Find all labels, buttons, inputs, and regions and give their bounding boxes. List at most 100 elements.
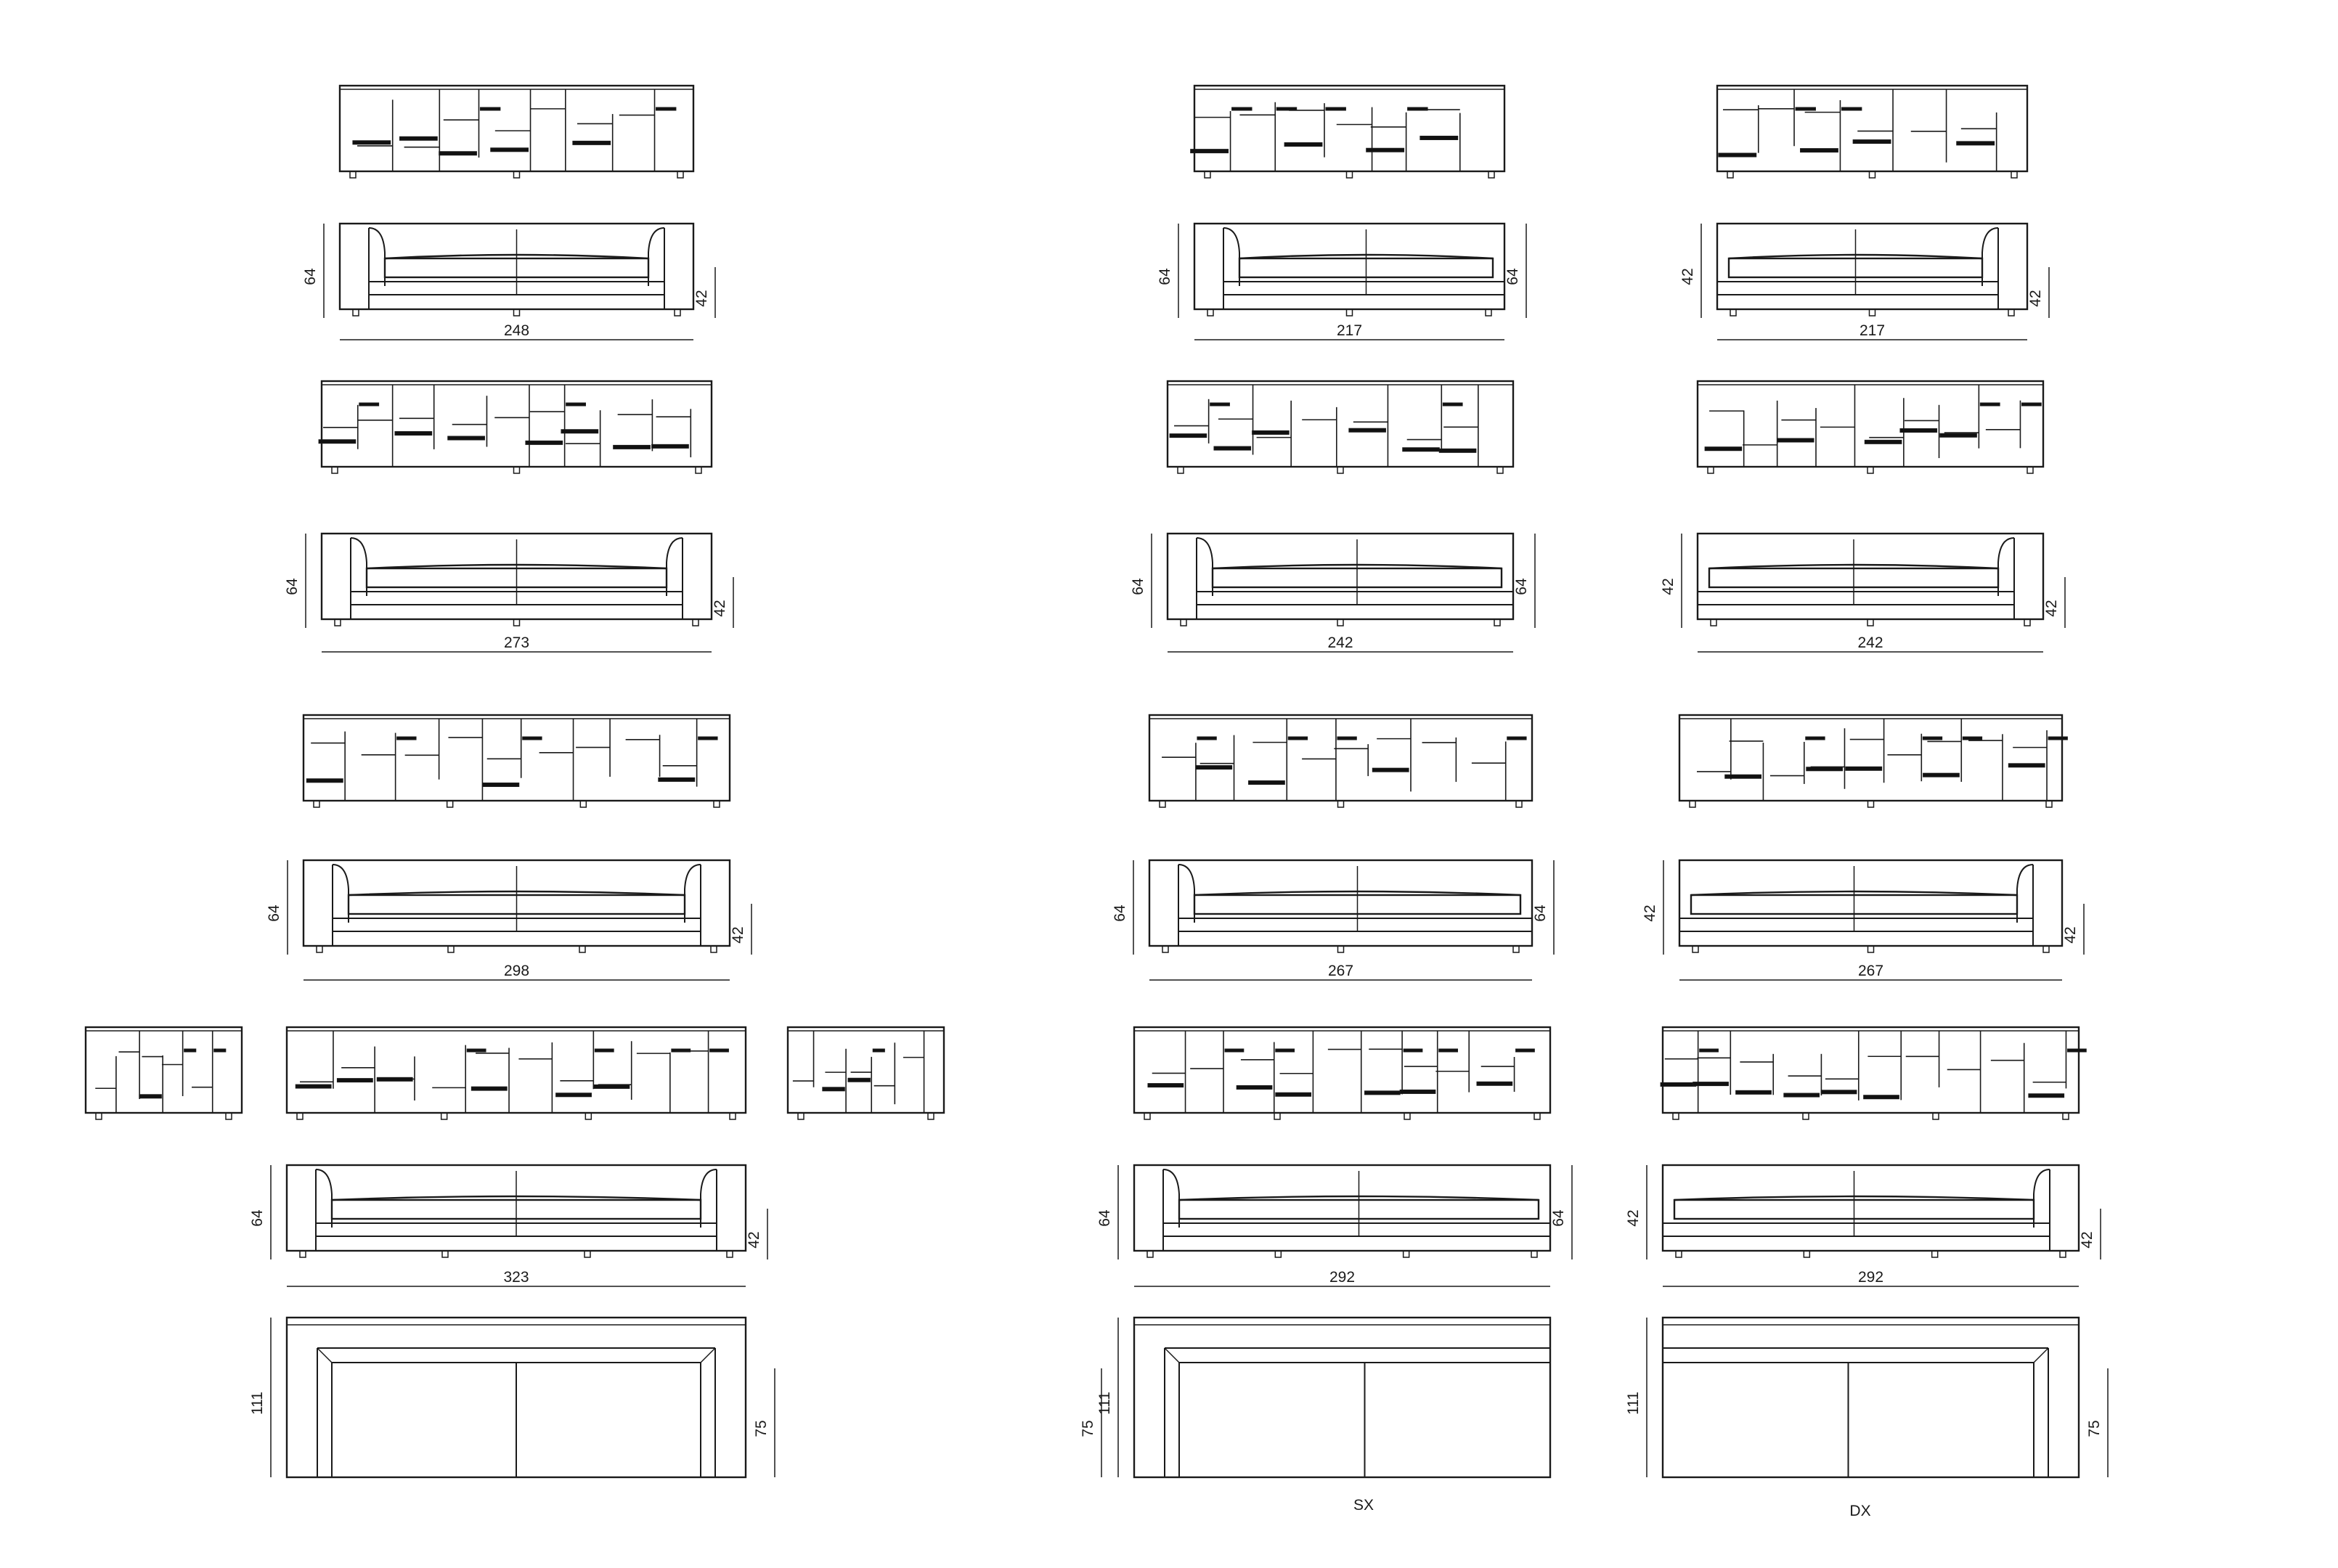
dark-panel <box>1718 152 1757 158</box>
length-label: 323 <box>503 1269 529 1286</box>
height-label: 42 <box>1625 1209 1642 1226</box>
dark-panel <box>2066 1048 2087 1053</box>
dark-panel <box>593 1084 630 1089</box>
dark-panel <box>1438 448 1477 453</box>
foot <box>225 1112 232 1120</box>
dark-panel <box>1962 736 1983 740</box>
right-arm-curve <box>1981 227 1999 286</box>
dark-panel <box>396 736 417 740</box>
sofa-body <box>1166 532 1515 621</box>
left-height-dimension-0-3: 64 <box>249 1165 272 1259</box>
dark-panel <box>1399 1089 1436 1094</box>
dark-panel <box>1195 765 1233 770</box>
left-arm-curve <box>1196 537 1213 596</box>
dark-panel <box>1252 430 1290 435</box>
foot <box>1162 945 1169 953</box>
length-dimension-0-0: 248 <box>340 322 693 340</box>
plan-seat-depth-dimension-2: 75 <box>2086 1368 2109 1477</box>
height-label: 42 <box>1660 578 1677 595</box>
patterned-elevation-0-3 <box>285 1026 747 1120</box>
dark-panel <box>1863 1095 1899 1100</box>
patterned-elevation-0-1 <box>318 380 713 474</box>
length-dimension-1-2: 267 <box>1149 963 1532 981</box>
foot <box>1867 466 1874 474</box>
height-label: 42 <box>2027 290 2044 306</box>
foot <box>296 1112 304 1120</box>
left-arm-curve <box>368 227 386 286</box>
foot <box>1274 1112 1281 1120</box>
sofa-body <box>1661 1164 2080 1252</box>
length-dimension-0-1: 273 <box>322 634 712 653</box>
plan-depth-dimension-0: 111 <box>249 1318 272 1477</box>
dark-panel <box>352 140 391 145</box>
height-label: 111 <box>249 1392 266 1415</box>
foot <box>1931 1250 1939 1258</box>
foot <box>334 618 341 626</box>
outline-rect <box>1166 380 1515 468</box>
right-arm-curve <box>2033 1169 2050 1228</box>
plan-depth-dimension-1: 111 <box>1096 1318 1119 1477</box>
dark-panel <box>1841 107 1862 111</box>
sofa-body <box>1148 859 1533 947</box>
dark-panel <box>656 107 677 111</box>
right-height-dimension-2-2: 42 <box>2062 904 2085 955</box>
length-dimension-1-0: 217 <box>1194 322 1504 340</box>
right-arm-curve <box>1997 537 2015 596</box>
right-height-dimension-2-3: 42 <box>2079 1209 2101 1259</box>
foot <box>1730 309 1737 317</box>
dark-panel <box>1402 447 1440 452</box>
dark-panel <box>525 440 563 445</box>
foot <box>1345 171 1353 179</box>
left-height-dimension-0-2: 64 <box>266 860 288 955</box>
outline-rect <box>786 1026 945 1114</box>
sofa-body <box>285 1164 747 1252</box>
foot <box>2042 945 2050 953</box>
foot <box>1485 309 1492 317</box>
sx-label: SX <box>1353 1497 1374 1514</box>
dark-panel <box>698 736 718 740</box>
length-label: 242 <box>1327 634 1353 651</box>
foot <box>1207 309 1214 317</box>
foot <box>1802 1112 1809 1120</box>
sofa-body <box>1678 859 2064 947</box>
dark-panel <box>359 402 380 407</box>
dark-panel <box>1507 736 1527 740</box>
patterned-elevation-0-0 <box>338 84 695 179</box>
foot <box>1345 309 1353 317</box>
foot <box>513 171 521 179</box>
height-label: 111 <box>1625 1392 1642 1415</box>
sofa-front-view-2-2 <box>1678 859 2064 953</box>
dark-panel <box>658 777 696 782</box>
foot <box>584 1112 592 1120</box>
dark-panel <box>213 1048 227 1053</box>
foot <box>1867 945 1875 953</box>
foot <box>1146 1250 1154 1258</box>
dark-panel <box>1224 1048 1245 1053</box>
plan-seat-depth-dimension-1: 75 <box>1080 1368 1102 1477</box>
foot <box>1274 1250 1282 1258</box>
foot <box>1707 466 1714 474</box>
sofa-front-view-0-2 <box>302 859 731 953</box>
foot <box>729 1112 736 1120</box>
foot <box>927 1112 934 1120</box>
foot <box>1533 1112 1541 1120</box>
left-height-dimension-0-1: 64 <box>284 534 306 628</box>
height-label: 42 <box>712 600 728 616</box>
height-label: 42 <box>2043 600 2060 616</box>
height-label: 42 <box>2062 926 2079 943</box>
dark-panel <box>1805 736 1825 740</box>
sofa-front-view-2-0 <box>1716 222 2029 317</box>
dark-panel <box>613 444 651 449</box>
plan-seat-depth-dimension-0: 75 <box>753 1368 775 1477</box>
outline-rect <box>1661 1026 2080 1114</box>
foot <box>441 1250 449 1258</box>
left-arm-curve <box>1223 227 1240 286</box>
length-label: 217 <box>1337 322 1362 339</box>
sofa-plan-view-0 <box>285 1316 747 1479</box>
foot <box>447 945 455 953</box>
right-arm-curve <box>2016 864 2034 923</box>
dark-panel <box>184 1048 197 1053</box>
sofa-front-view-0-1 <box>320 532 713 626</box>
height-label: 75 <box>753 1420 770 1437</box>
dark-panel <box>1724 774 1762 779</box>
